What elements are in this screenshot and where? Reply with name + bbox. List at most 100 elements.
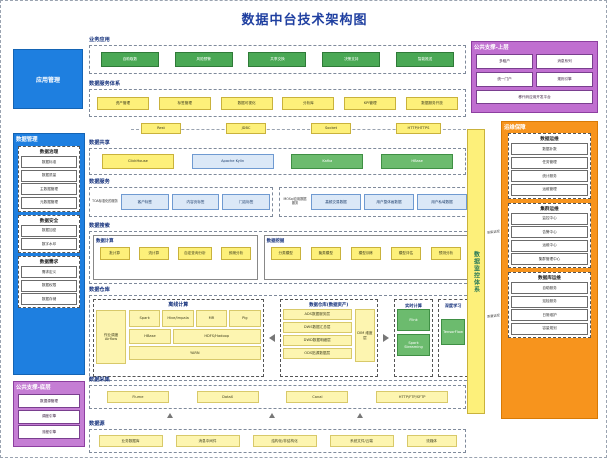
data-governance-item[interactable]: 主数据管理: [21, 183, 77, 195]
ops-data-item[interactable]: 任务管理: [511, 156, 588, 169]
ops-data-item[interactable]: 统计服务: [511, 170, 588, 182]
data-mining-item[interactable]: 预测分析: [430, 247, 461, 260]
offline-tech-spark[interactable]: Spark: [129, 310, 161, 327]
data-governance-item[interactable]: 元数据管理: [21, 196, 77, 209]
business-app-item[interactable]: 决策支持: [322, 52, 381, 67]
offline-tech-mr[interactable]: MR: [195, 310, 228, 327]
ops-cluster-item[interactable]: 监控中心: [511, 212, 588, 225]
data-service-right-item[interactable]: 用户整体画数据: [364, 194, 414, 210]
source-item[interactable]: 系统文件/云端: [329, 435, 394, 447]
data-compute-item[interactable]: 批计算: [99, 247, 130, 260]
dw-layer-dim[interactable]: DIM 维度层: [354, 309, 375, 362]
ops-data-box: 数据运维 数据补数 任务管理 统计服务 运维管理: [508, 133, 591, 199]
common-support-lower-item[interactable]: 调度引擎: [18, 409, 80, 424]
ops-cluster-item[interactable]: 集群管理中心: [511, 253, 588, 265]
app-management-panel[interactable]: 应用管理: [13, 49, 83, 109]
ops-data-item[interactable]: 数据补数: [511, 143, 588, 155]
data-service-item[interactable]: 资产管理: [96, 96, 149, 110]
ops-db-item[interactable]: 自助服务: [511, 282, 588, 294]
ops-db-item[interactable]: 日常维护: [511, 309, 588, 321]
offline-tech-hbase[interactable]: HBase: [129, 329, 171, 344]
data-service-right-item[interactable]: 高频交易数据: [311, 194, 361, 210]
dw-layer-dws[interactable]: DWS数据汇总层: [282, 322, 352, 333]
data-service-item[interactable]: 分析库: [282, 96, 335, 110]
data-share-item-hbase[interactable]: HBase: [381, 154, 454, 169]
data-security-item[interactable]: 数字水印: [21, 238, 77, 250]
collect-item-flume[interactable]: Flume: [106, 391, 169, 403]
business-app-item[interactable]: 智能推送: [396, 52, 455, 67]
offline-tech-pig[interactable]: Pig: [229, 310, 261, 327]
data-service-right-item[interactable]: 用户私域数据: [417, 194, 467, 210]
common-support-lower-item[interactable]: 数据源管理: [18, 394, 80, 408]
sources-section: 数据源 业务数据库 消息中间件 结构化/非结构化 系统文件/云端 流媒体: [89, 421, 466, 455]
arrow-source-to-collect-icon: [269, 413, 275, 418]
collect-label: 数据采集: [89, 377, 110, 383]
source-item[interactable]: 流媒体: [406, 435, 457, 447]
business-app-label: 业务应用: [89, 37, 110, 43]
realtime-item-spark-streaming[interactable]: Spark Streaming: [396, 334, 431, 356]
data-service-item[interactable]: 标签管理: [158, 96, 211, 110]
ops-db-item[interactable]: 容量规划: [511, 322, 588, 335]
protocol-chip-http[interactable]: HTTP/HTTPS: [396, 123, 441, 134]
offline-tech-hdfs[interactable]: HDFS/Hadoop: [172, 329, 261, 344]
offline-tech-hive[interactable]: Hive/Impala: [162, 310, 194, 327]
collect-item-datax[interactable]: DataX: [196, 391, 259, 403]
ops-db-item[interactable]: 巡检服务: [511, 295, 588, 308]
business-app-item[interactable]: 风险预警: [174, 52, 233, 67]
data-compute-item[interactable]: 即席分析: [221, 247, 252, 260]
data-compute-box: 数据计算 批计算 流计算 自定查询分析 即席分析: [93, 235, 258, 280]
protocol-chip-jdbc[interactable]: JDBC: [226, 123, 266, 134]
data-requirement-item[interactable]: 数据权限: [21, 279, 77, 292]
data-compute-item[interactable]: 流计算: [138, 247, 169, 260]
data-service-item[interactable]: 数据可视化: [220, 96, 273, 110]
data-share-item-kafka[interactable]: Kafka: [291, 154, 364, 169]
data-share-item-kylin[interactable]: Apache Kylin: [191, 154, 274, 169]
app-management-label: 应用管理: [35, 76, 60, 84]
protocol-chip-socket[interactable]: Socket: [311, 123, 351, 134]
offline-tech-yarn[interactable]: YARN: [129, 346, 261, 360]
data-service-item[interactable]: KPI管理: [344, 96, 397, 110]
common-support-item[interactable]: 规则引擎: [536, 72, 593, 87]
data-mining-item[interactable]: 分类模型: [270, 247, 301, 260]
monitor-system-bar[interactable]: 数据监控体系: [467, 129, 485, 414]
common-support-item[interactable]: 统一门户: [476, 72, 533, 87]
data-service-left-item[interactable]: 内容页标签: [171, 194, 220, 210]
data-security-item[interactable]: 数据加密: [21, 224, 77, 237]
common-support-item[interactable]: 消息系列: [536, 54, 593, 69]
data-governance-item[interactable]: 数据标准: [21, 156, 77, 168]
deep-learning-item-tensorflow[interactable]: TensorFlow: [441, 319, 465, 345]
common-support-item[interactable]: 多租户: [476, 54, 533, 69]
realtime-item-flink[interactable]: Flink: [396, 309, 431, 331]
protocol-chip-rest[interactable]: Rest: [141, 123, 181, 134]
data-service-left-item[interactable]: 客户标签: [121, 194, 169, 210]
data-mining-item[interactable]: 模型训练: [350, 247, 381, 260]
dw-layer-ads[interactable]: ADS数据服务层: [282, 309, 352, 320]
business-app-item[interactable]: 共享交换: [248, 52, 307, 67]
dw-layer-dwd[interactable]: DWD数据明细层: [282, 335, 352, 346]
data-service-item[interactable]: 数据服务开放: [406, 96, 459, 110]
offline-scheduler[interactable]: 作业调度 Airflow: [96, 310, 126, 364]
data-governance-item[interactable]: 数据质量: [21, 169, 77, 182]
data-mining-item[interactable]: 模型评估: [390, 247, 421, 260]
collect-item-http[interactable]: HTTP/FTP/SFTP: [376, 391, 449, 403]
common-support-wide-item[interactable]: 移代码应用开发平台: [476, 90, 593, 104]
source-item[interactable]: 结构化/非结构化: [252, 435, 317, 447]
data-requirement-item[interactable]: 需求定义: [21, 266, 77, 278]
dw-layer-ods[interactable]: ODS贴源数据层: [282, 348, 352, 359]
business-app-item[interactable]: 自助取数: [100, 52, 159, 67]
common-support-lower-item[interactable]: 流程引擎: [18, 425, 80, 439]
ops-cluster-item[interactable]: 运维中心: [511, 239, 588, 252]
data-service-left-item[interactable]: 门店标签: [222, 194, 271, 210]
source-item[interactable]: 业务数据库: [98, 435, 163, 447]
data-requirement-item[interactable]: 数据存储: [21, 293, 77, 305]
collect-item-canal[interactable]: Canal: [286, 391, 349, 403]
source-item[interactable]: 消息中间件: [175, 435, 240, 447]
sources-label: 数据源: [89, 421, 105, 427]
ops-data-item[interactable]: 运维管理: [511, 183, 588, 196]
data-service-left-group: TOA标准化的服务 客户标签 内容页标签 门店标签: [89, 187, 273, 217]
protocol-connector-line: [131, 129, 466, 130]
ops-cluster-item[interactable]: 告警中心: [511, 226, 588, 238]
data-mining-item[interactable]: 聚类模型: [310, 247, 341, 260]
data-compute-item[interactable]: 自定查询分析: [177, 247, 212, 260]
data-share-item-clickhouse[interactable]: ClickHouse: [101, 154, 174, 169]
